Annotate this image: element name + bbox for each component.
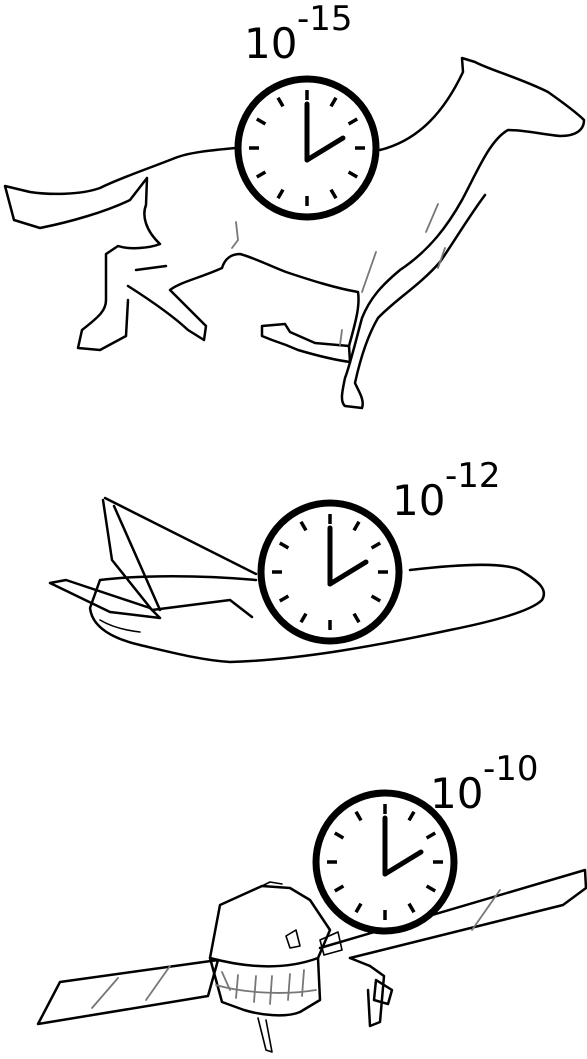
horse-label: 10 -15 — [244, 0, 353, 68]
svg-text:-10: -10 — [483, 749, 539, 789]
clock-icon — [261, 503, 399, 641]
svg-text:-15: -15 — [297, 0, 353, 39]
airplane-icon — [48, 496, 546, 664]
svg-text:10: 10 — [392, 476, 445, 525]
svg-text:10: 10 — [430, 769, 483, 818]
satellite-label: 10 -10 — [430, 749, 539, 818]
horse-icon — [3, 56, 586, 410]
svg-text:10: 10 — [244, 19, 297, 68]
satellite-icon — [36, 868, 587, 1053]
svg-text:-12: -12 — [445, 456, 501, 496]
plane-label: 10 -12 — [392, 456, 501, 525]
clock-icon — [238, 79, 376, 217]
